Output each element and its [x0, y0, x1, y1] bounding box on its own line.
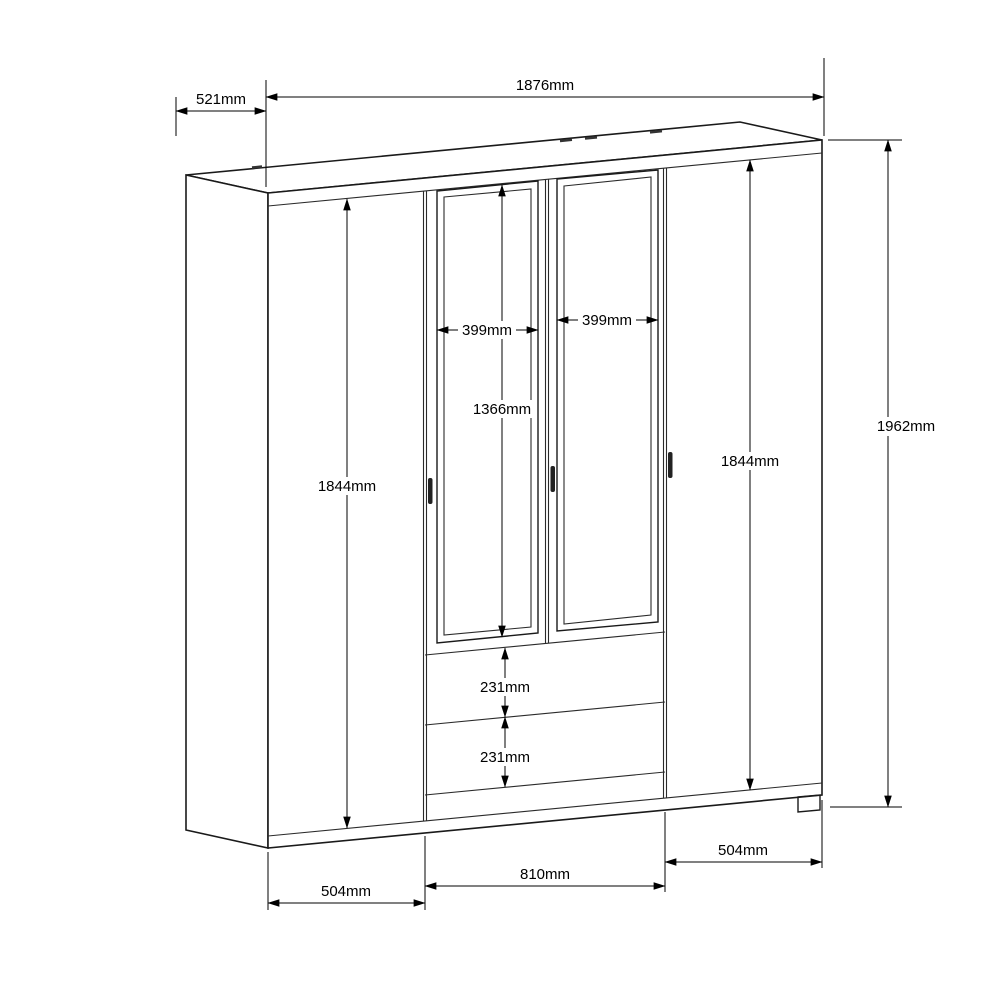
drawer-line-middle — [424, 701, 666, 726]
dim-upper-drawer-height: 231mm — [475, 647, 535, 718]
wardrobe-body — [185, 121, 823, 849]
left-mirror-door-handle — [428, 478, 433, 504]
dim-base-left-width: 504mm — [267, 883, 426, 907]
dim-left-mirror-width: 399mm — [436, 321, 539, 339]
dim-label-right-mirror-width: 399mm — [582, 312, 632, 329]
right-mirror-glass — [563, 176, 652, 625]
dim-label-base-left-width: 504mm — [321, 883, 371, 900]
dim-base-right-width: 504mm — [664, 842, 823, 866]
dim-base-center-width: 810mm — [424, 866, 666, 890]
hinge-mark-2 — [584, 136, 598, 140]
dim-lower-drawer-height: 231mm — [475, 716, 535, 788]
dim-mirror-height: 1366mm — [467, 184, 537, 638]
dim-label-base-right-width: 504mm — [718, 842, 768, 859]
dim-label-depth: 521mm — [196, 91, 246, 108]
dim-label-upper-drawer-height: 231mm — [480, 679, 530, 696]
dim-overall-height: 1962mm — [828, 139, 940, 808]
right-mirror-door-handle — [550, 466, 555, 492]
right-foot — [797, 794, 821, 813]
hinge-mark-1 — [559, 138, 573, 143]
dim-right-door-height: 1844mm — [715, 159, 785, 791]
dim-overall-width: 1876mm — [265, 58, 825, 187]
drawer-line-bottom — [424, 771, 666, 796]
drawer-line-top — [424, 631, 666, 656]
dim-label-overall-width: 1876mm — [516, 77, 574, 94]
dim-label-right-door-height: 1844mm — [721, 453, 779, 470]
wardrobe-side-face — [185, 174, 269, 849]
dim-label-base-center-width: 810mm — [520, 866, 570, 883]
dim-label-overall-height: 1962mm — [877, 418, 935, 435]
right-door-handle — [668, 452, 673, 478]
dim-label-left-mirror-width: 399mm — [462, 322, 512, 339]
hinge-mark-4 — [251, 165, 263, 169]
dimension-annotations: 1876mm 521mm 1962mm 1844mm 1844mm — [175, 58, 940, 910]
hinge-mark-3 — [649, 130, 663, 134]
plinth-line — [267, 782, 823, 837]
dim-label-left-door-height: 1844mm — [318, 478, 376, 495]
dim-right-mirror-width: 399mm — [556, 311, 659, 329]
dim-left-door-height: 1844mm — [312, 198, 382, 829]
right-mirror — [556, 169, 659, 632]
dim-label-mirror-height: 1366mm — [473, 401, 531, 418]
dim-depth: 521mm — [175, 91, 267, 136]
dim-label-lower-drawer-height: 231mm — [480, 749, 530, 766]
